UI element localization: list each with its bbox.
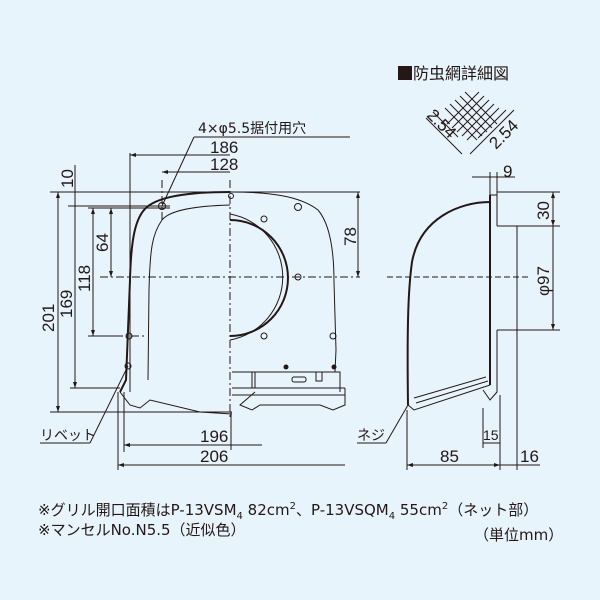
dim-201: 201 bbox=[39, 304, 58, 332]
dim-169: 169 bbox=[57, 290, 76, 318]
note1-mid: 82cm bbox=[242, 501, 290, 519]
note1-suffix: （ネット部） bbox=[448, 501, 539, 519]
dim-10: 10 bbox=[58, 169, 77, 188]
note1-prefix: ※グリル開口面積はP-13VSM bbox=[38, 501, 237, 519]
note-line-2: ※マンセルNo.N5.5（近似色） bbox=[38, 521, 246, 539]
mesh-pitch-right: 2.54 bbox=[485, 116, 522, 153]
note1-sub1: 4 bbox=[236, 511, 243, 522]
dim-9: 9 bbox=[503, 162, 512, 181]
dim-phi97: φ97 bbox=[534, 266, 553, 296]
mesh-detail: 2.54 2.54 bbox=[423, 91, 522, 155]
mesh-detail-title: 防虫網詳細図 bbox=[398, 60, 509, 84]
screw-label: ネジ bbox=[357, 428, 385, 444]
dim-78: 78 bbox=[341, 227, 360, 246]
dim-15: 15 bbox=[483, 427, 499, 443]
note1-sup2: 2 bbox=[441, 501, 449, 512]
dim-128: 128 bbox=[210, 155, 238, 174]
mesh-detail-title-text: 防虫網詳細図 bbox=[413, 64, 510, 83]
note1-sub2: 4 bbox=[388, 511, 396, 522]
dim-118: 118 bbox=[75, 265, 94, 292]
dim-85: 85 bbox=[440, 447, 459, 466]
dim-196: 196 bbox=[200, 427, 228, 446]
unit-label: （単位mm） bbox=[474, 526, 564, 544]
note-line-1: ※グリル開口面積はP-13VSM4 82cm2、P-13VSQM4 55cm2（… bbox=[38, 496, 538, 527]
note1-sup1: 2 bbox=[289, 501, 296, 512]
dim-206: 206 bbox=[200, 447, 228, 466]
dim-64: 64 bbox=[93, 233, 112, 252]
dim-30: 30 bbox=[534, 201, 553, 220]
dim-16: 16 bbox=[520, 447, 539, 466]
mesh-pitch-left: 2.54 bbox=[423, 105, 460, 142]
front-view: 4×φ5.5据付用穴 186 128 10 201 169 118 bbox=[39, 121, 360, 470]
square-bullet-icon bbox=[398, 66, 412, 80]
note1-mid3: 55cm bbox=[395, 501, 442, 519]
mounting-hole-label: 4×φ5.5据付用穴 bbox=[198, 121, 306, 137]
dim-186: 186 bbox=[210, 138, 238, 157]
note1-mid2: 、P-13VSQM bbox=[295, 501, 389, 519]
side-view: 9 30 φ97 85 15 16 ネジ bbox=[357, 162, 560, 470]
rivet-label: リベット bbox=[40, 428, 96, 444]
